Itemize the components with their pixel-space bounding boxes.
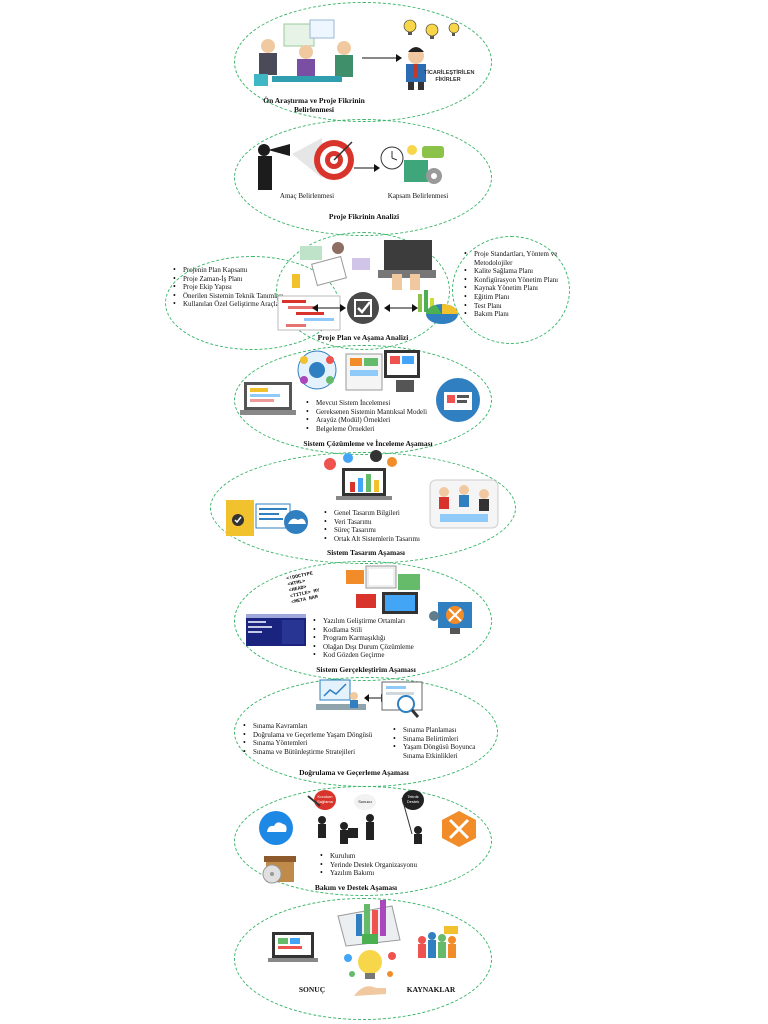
list-item: Kod Gözden Geçirme: [312, 651, 472, 660]
tag-support: Teknik Destek: [402, 790, 424, 810]
devices-icon: [346, 565, 422, 616]
chart-board-icon: [320, 450, 404, 506]
maintenance-list: Kurulum Yerinde Destek Organizasyonu Yaz…: [319, 852, 449, 878]
arrow-right-icon: [362, 54, 402, 62]
lightbulb-icon: [340, 944, 400, 998]
list-item: Sınama Yöntemleri: [242, 739, 382, 748]
stage-title-2: Proje Fikrinin Analizi: [328, 212, 400, 221]
stage-title-6: Sistem Gerçekleştirim Aşaması: [316, 665, 416, 674]
list-item: Veri Tasarımı: [323, 518, 463, 527]
laptop-icon: [268, 930, 318, 964]
arrow-both-left: [312, 304, 346, 312]
list-item: Projenin Plan Kapsamı: [172, 266, 332, 275]
verification-right-list: Sınama Planlaması Sınama Belirtimleri Ya…: [392, 726, 492, 760]
list-item: Yazılım Bakımı: [319, 869, 449, 878]
list-item: Sınama Kavramları: [242, 722, 382, 731]
gear-clock-icon: [378, 140, 448, 192]
server-icon: [226, 496, 310, 540]
stage-title-8: Bakım ve Destek Aşaması: [314, 883, 398, 892]
list-item: Program Karmaşıklığı: [312, 634, 472, 643]
list-item: Ortak Alt Sistemlerin Tasarımı: [323, 535, 463, 544]
list-item: Kodlama Stili: [312, 626, 472, 635]
plan-left-list: Projenin Plan Kapsamı Proje Zaman-İş Pla…: [172, 266, 332, 309]
badge-ideas: TİCARİLEŞTİRİLEN FİKİRLER: [424, 70, 475, 83]
list-item: Sınama Belirtimleri: [392, 735, 492, 744]
arrow-right-icon: [354, 164, 380, 172]
list-item: Kurulum: [319, 852, 449, 861]
stage-title-4: Sistem Çözümleme ve İnceleme Aşaması: [303, 439, 433, 448]
list-item: Gereksenen Sistemin Mantıksal Modeli: [305, 408, 475, 417]
monitor-icon: [240, 378, 296, 418]
stage-oval-3-right: [452, 236, 570, 344]
list-item: Arayüz (Modül) Örnekleri: [305, 416, 475, 425]
list-item: Sınama ve Bütünleştirme Stratejileri: [242, 748, 382, 757]
stage-oval-9: [234, 898, 492, 1020]
magnifier-icon: [380, 680, 424, 720]
list-item: Kullanılan Özel Geliştirme Araçları ve O…: [172, 300, 332, 309]
presentation-desk-icon: [316, 678, 366, 720]
list-item: Konfigürasyon Yönetim Planı: [463, 276, 567, 285]
label-references: KAYNAKLAR: [406, 985, 456, 994]
arrow-both-right: [384, 304, 418, 312]
stage-title-7: Doğrulama ve Geçerleme Aşaması: [299, 768, 409, 777]
telescope-person-icon: [254, 140, 294, 192]
workers-icon: [300, 795, 440, 846]
list-item: Yaşam Döngüsü Boyunca Sınama Etkinlikler…: [392, 743, 492, 760]
list-item: Eğitim Planı: [463, 293, 567, 302]
projection-beam: [292, 138, 322, 178]
target-icon: [312, 138, 356, 182]
cloud-circle-icon: [258, 810, 294, 846]
gift-box-icon: [262, 850, 298, 884]
network-icon: [294, 350, 340, 390]
plan-right-list: Proje Standartları, Yöntem ve Metodoloji…: [463, 250, 567, 319]
list-item: Önerilen Sistemin Teknik Tanımları: [172, 292, 332, 301]
list-item: Kalite Sağlama Planı: [463, 267, 567, 276]
design-list: Genel Tasarım Bilgileri Veri Tasarımı Sü…: [323, 509, 463, 543]
list-item: Süreç Tasarımı: [323, 526, 463, 535]
dashboard-icon: [344, 350, 422, 394]
list-item: Proje Zaman-İş Planı: [172, 275, 332, 284]
chart-board-icon: [332, 896, 404, 947]
list-item: Sınama Planlaması: [392, 726, 492, 735]
list-item: Kaynak Yönetim Planı: [463, 284, 567, 293]
caption-goal: Amaç Belirlenmesi: [279, 192, 335, 200]
pie-chart-icon: [414, 290, 460, 326]
list-item: Olağan Dışı Durum Çözümleme: [312, 643, 472, 652]
list-item: Mevcut Sistem İncelemesi: [305, 399, 475, 408]
list-item: Doğrulama ve Geçerleme Yaşam Döngüsü: [242, 731, 382, 740]
stage-title-5: Sistem Tasarım Aşaması: [327, 548, 405, 557]
ide-screenshot: [246, 614, 306, 646]
list-item: Yazılım Geliştirme Ortamları: [312, 617, 472, 626]
list-item: Belgeleme Örnekleri: [305, 425, 475, 434]
list-item: Test Planı: [463, 302, 567, 311]
idea-person-icon: [396, 16, 468, 92]
list-item: Yerinde Destek Organizasyonu: [319, 861, 449, 870]
analysis-list: Mevcut Sistem İncelemesi Gereksenen Sist…: [305, 399, 475, 433]
label-result: SONUÇ: [298, 985, 326, 994]
gantt-chart-icon: [277, 295, 341, 331]
people-group-icon: [414, 926, 460, 966]
caption-scope: Kapsam Belirlenmesi: [387, 192, 449, 200]
hammer-wrench-icon: [440, 810, 478, 848]
list-item: Genel Tasarım Bilgileri: [323, 509, 463, 518]
implementation-list: Yazılım Geliştirme Ortamları Kodlama Sti…: [312, 617, 472, 660]
verification-left-list: Sınama Kavramları Doğrulama ve Geçerleme…: [242, 722, 382, 756]
stage-title-1: Ön Araştırma ve Proje Fikrinin Belirlenm…: [263, 96, 365, 114]
tag-server: Sunucu: [354, 794, 376, 810]
checkbox-icon: [347, 292, 379, 324]
meeting-people-icon: [250, 18, 362, 90]
list-item: Proje Ekip Yapısı: [172, 283, 332, 292]
list-item: Bakım Planı: [463, 310, 567, 319]
list-item: Proje Standartları, Yöntem ve Metodoloji…: [463, 250, 567, 267]
stage-oval-8: [234, 786, 492, 896]
stage-title-3: Proje Plan ve Aşama Analizi: [317, 333, 409, 342]
